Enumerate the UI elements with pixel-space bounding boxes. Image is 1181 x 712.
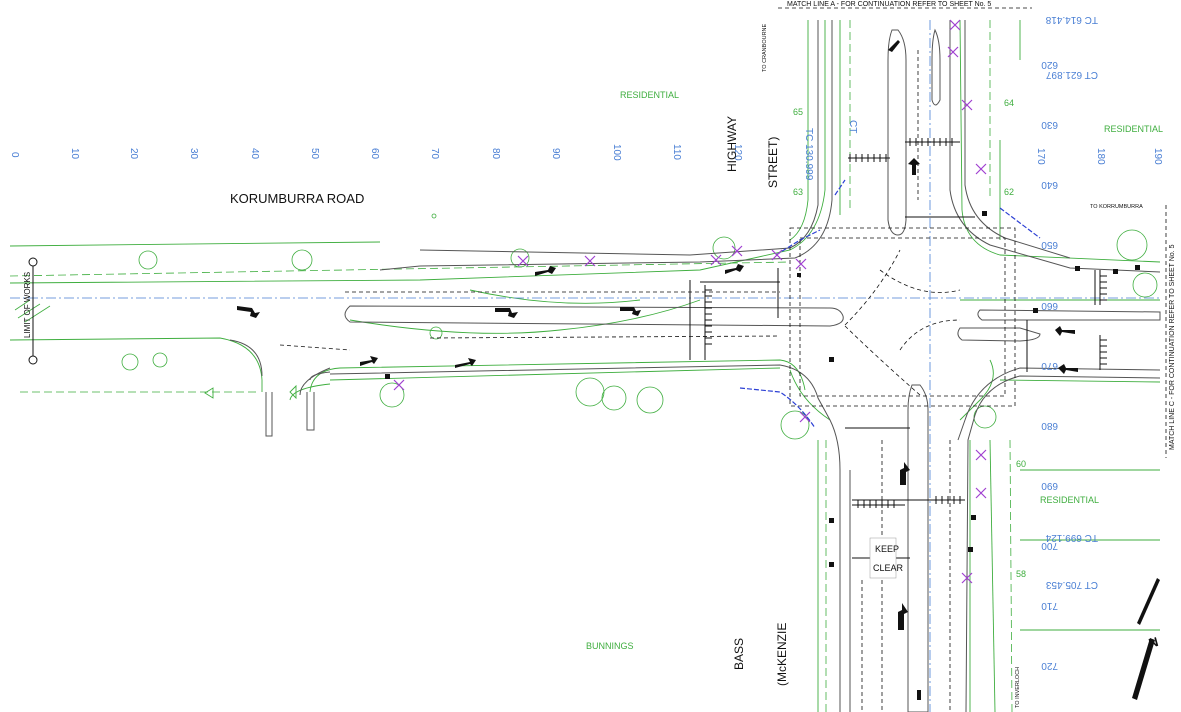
road-korumburra: KORUMBURRA ROAD bbox=[230, 191, 364, 206]
chainage-east: 170 180 190 bbox=[1035, 148, 1163, 165]
centrelines bbox=[10, 20, 1160, 712]
chainage-10: 10 bbox=[69, 148, 80, 160]
chainage-680: 680 bbox=[1041, 420, 1058, 431]
chainage-0: 0 bbox=[9, 152, 20, 158]
chainage-690: 690 bbox=[1041, 480, 1058, 491]
road-street: STREET) bbox=[766, 137, 780, 188]
existing-features bbox=[9, 19, 1161, 712]
chainage-50: 50 bbox=[309, 148, 320, 160]
road-names: KORUMBURRA ROAD HIGHWAY STREET) BASS (Mc… bbox=[230, 116, 789, 686]
level-tc-614: TC 614.418 bbox=[1045, 14, 1098, 25]
pits bbox=[385, 211, 1140, 567]
to-inverloch: TO INVERLOCH bbox=[1015, 667, 1021, 708]
north-arrow: N bbox=[1132, 578, 1160, 700]
level-ct-621: CT 621.897 bbox=[1045, 69, 1098, 80]
chainage-120: 120 bbox=[732, 144, 743, 161]
road-mckenzie: (McKENZIE bbox=[775, 623, 789, 686]
to-cranbourne: TO CRANBOURNE bbox=[762, 23, 768, 72]
chainage-660: 660 bbox=[1041, 300, 1058, 311]
zone-residential-ne: RESIDENTIAL bbox=[1104, 124, 1163, 134]
chainage-630: 630 bbox=[1041, 119, 1058, 130]
lot-60: 60 bbox=[1016, 459, 1026, 469]
tree-removal-marks bbox=[393, 19, 987, 584]
match-line-a: MATCH LINE A - FOR CONTINUATION REFER TO… bbox=[778, 1, 1032, 9]
level-ct-705: CT 705.453 bbox=[1045, 579, 1098, 590]
chainage-west: 0 10 20 30 40 50 60 70 80 90 100 110 120 bbox=[9, 144, 743, 161]
lane-arrows bbox=[237, 40, 1078, 700]
chainage-620: 620 bbox=[1041, 59, 1058, 70]
chainage-170: 170 bbox=[1035, 148, 1046, 165]
chainage-70: 70 bbox=[429, 148, 440, 160]
match-line-c: MATCH LINE C - FOR CONTINUATION REFER TO… bbox=[1165, 205, 1176, 458]
match-line-c-label: MATCH LINE C - FOR CONTINUATION REFER TO… bbox=[1169, 244, 1176, 450]
chainage-90: 90 bbox=[550, 148, 561, 160]
lot-65: 65 bbox=[793, 107, 803, 117]
zone-labels: RESIDENTIAL RESIDENTIAL RESIDENTIAL BUNN… bbox=[586, 90, 1163, 651]
chainage-710: 710 bbox=[1041, 600, 1058, 611]
chainage-700: 700 bbox=[1041, 540, 1058, 551]
chainage-30: 30 bbox=[188, 148, 199, 160]
level-tc-699: TC 699.124 bbox=[1045, 532, 1098, 543]
zone-residential-se: RESIDENTIAL bbox=[1040, 495, 1099, 505]
lot-62: 62 bbox=[1004, 187, 1014, 197]
lot-58: 58 bbox=[1016, 569, 1026, 579]
lot-63: 63 bbox=[793, 187, 803, 197]
chainage-190: 190 bbox=[1152, 148, 1163, 165]
chainage-110: 110 bbox=[671, 144, 682, 160]
north-arrow-label: N bbox=[1147, 634, 1160, 651]
chainage-40: 40 bbox=[249, 148, 260, 160]
limit-of-works: LIMIT OF WORKS bbox=[23, 257, 38, 365]
level-labels: TC 614.418 CT 621.897 TC 699.124 CT 705.… bbox=[803, 14, 1098, 590]
limit-of-works-label: LIMIT OF WORKS bbox=[23, 272, 32, 338]
chainage-highway: 620 630 640 650 660 670 680 690 700 710 … bbox=[1041, 59, 1058, 671]
chainage-640: 640 bbox=[1041, 179, 1058, 190]
chainage-650: 650 bbox=[1041, 239, 1058, 250]
chainage-100: 100 bbox=[611, 144, 622, 161]
zone-residential-nw: RESIDENTIAL bbox=[620, 90, 679, 100]
keep-clear-keep: KEEP bbox=[875, 544, 899, 554]
direction-labels: TO CRANBOURNE TO KORRUMBURRA TO INVERLOC… bbox=[762, 23, 1143, 708]
chainage-670: 670 bbox=[1041, 360, 1058, 371]
zone-bunnings: BUNNINGS bbox=[586, 641, 634, 651]
design-kerbs bbox=[229, 20, 1161, 712]
chainage-60: 60 bbox=[369, 148, 380, 160]
lot-numbers: 65 63 64 62 60 58 bbox=[793, 98, 1026, 579]
keep-clear-marking: KEEP CLEAR bbox=[869, 537, 904, 579]
to-korrumburra: TO KORRUMBURRA bbox=[1090, 204, 1143, 210]
level-ct: CT bbox=[847, 120, 858, 133]
chainage-720: 720 bbox=[1041, 660, 1058, 671]
chainage-180: 180 bbox=[1095, 148, 1106, 165]
chainage-20: 20 bbox=[128, 148, 139, 160]
match-line-a-label: MATCH LINE A - FOR CONTINUATION REFER TO… bbox=[787, 1, 991, 8]
road-highway: HIGHWAY bbox=[725, 116, 739, 172]
lot-64: 64 bbox=[1004, 98, 1014, 108]
road-bass: BASS bbox=[732, 638, 746, 670]
chainage-80: 80 bbox=[490, 148, 501, 160]
keep-clear-clear: CLEAR bbox=[873, 563, 904, 573]
level-tc-130: TC 130.999 bbox=[803, 128, 814, 181]
